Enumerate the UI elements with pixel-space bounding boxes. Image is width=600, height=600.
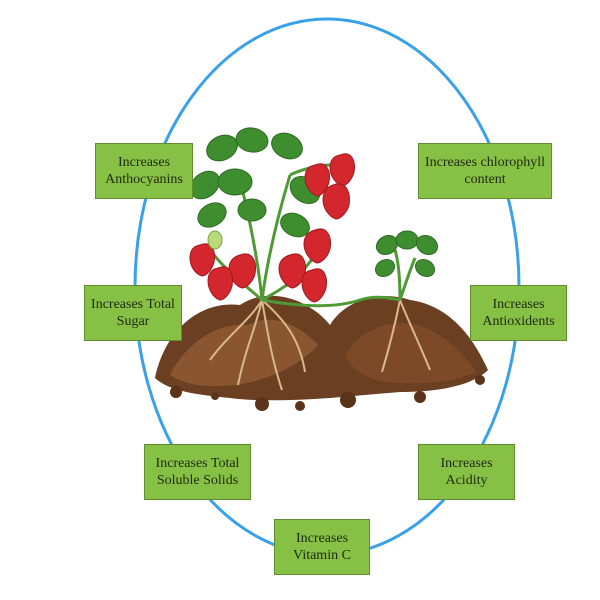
label-anthocyanins: Increases Anthocyanins [95,143,193,199]
unripe-berry-icon [207,230,223,250]
roots-icon [209,299,431,391]
label-total-sugar: Increases Total Sugar [84,285,182,341]
label-acidity: Increases Acidity [418,444,515,500]
soil-icon [155,295,488,411]
label-vitamin-c: Increases Vitamin C [274,519,370,575]
leaf-icon [190,127,439,278]
strawberry-icon [189,153,355,303]
label-antioxidents: Increases Antioxidents [470,285,567,341]
label-chlorophyll: Increases chlorophyll content [418,143,552,199]
label-total-soluble-solids: Increases Total Soluble Solids [144,444,251,500]
